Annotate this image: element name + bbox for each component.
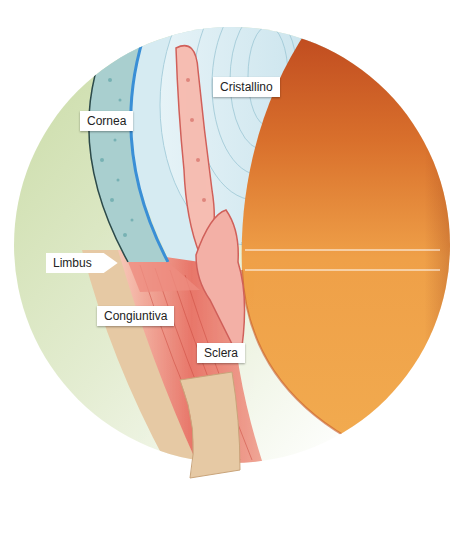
- part-label: Cristallino: [213, 77, 280, 97]
- part-label: Congiuntiva: [97, 306, 174, 326]
- arrow-label: Limbus: [46, 253, 118, 273]
- part-label: Cornea: [80, 111, 133, 131]
- part-label: Sclera: [197, 343, 245, 363]
